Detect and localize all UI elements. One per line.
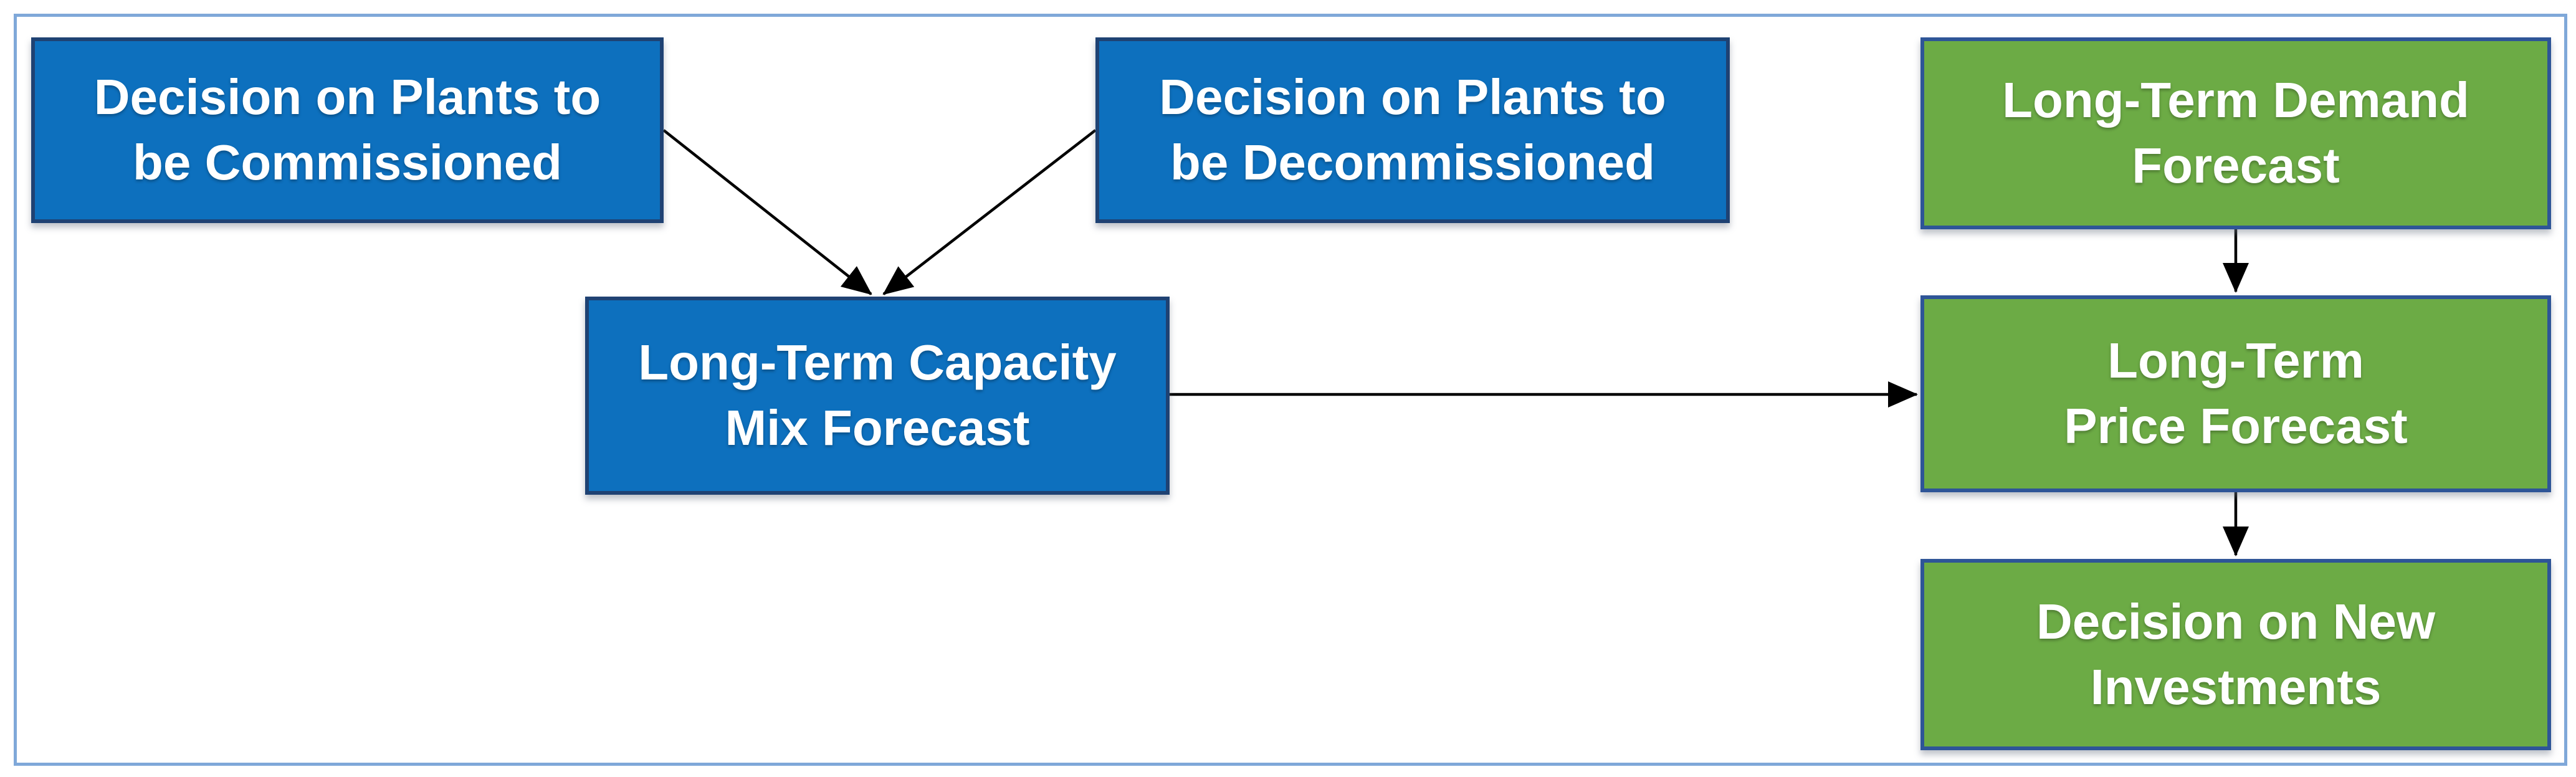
box-price-forecast: Long-Term Price Forecast xyxy=(1920,295,2551,492)
box-label-line: Long-Term Demand xyxy=(2002,72,2469,128)
box-label-line: Long-Term Capacity xyxy=(638,335,1117,391)
box-new-investments: Decision on New Investments xyxy=(1920,559,2551,750)
box-capacity-mix-forecast: Long-Term Capacity Mix Forecast xyxy=(585,297,1170,495)
box-label-line: be Commissioned xyxy=(132,135,563,190)
box-label-line: Forecast xyxy=(2132,138,2340,193)
box-label-line: Price Forecast xyxy=(2064,398,2408,454)
box-demand-forecast: Long-Term Demand Forecast xyxy=(1920,37,2551,229)
box-plants-to-be-commissioned: Decision on Plants to be Commissioned xyxy=(31,37,664,223)
box-label-line: Mix Forecast xyxy=(725,400,1030,455)
box-label-line: Investments xyxy=(2090,659,2382,715)
box-label-line: be Decommissioned xyxy=(1170,135,1655,190)
box-label-line: Decision on Plants to xyxy=(93,69,601,125)
box-label-line: Decision on New xyxy=(2036,593,2436,649)
box-label-line: Long-Term xyxy=(2107,333,2364,389)
box-label-line: Decision on Plants to xyxy=(1159,69,1666,125)
box-plants-to-be-decommissioned: Decision on Plants to be Decommissioned xyxy=(1095,37,1730,223)
